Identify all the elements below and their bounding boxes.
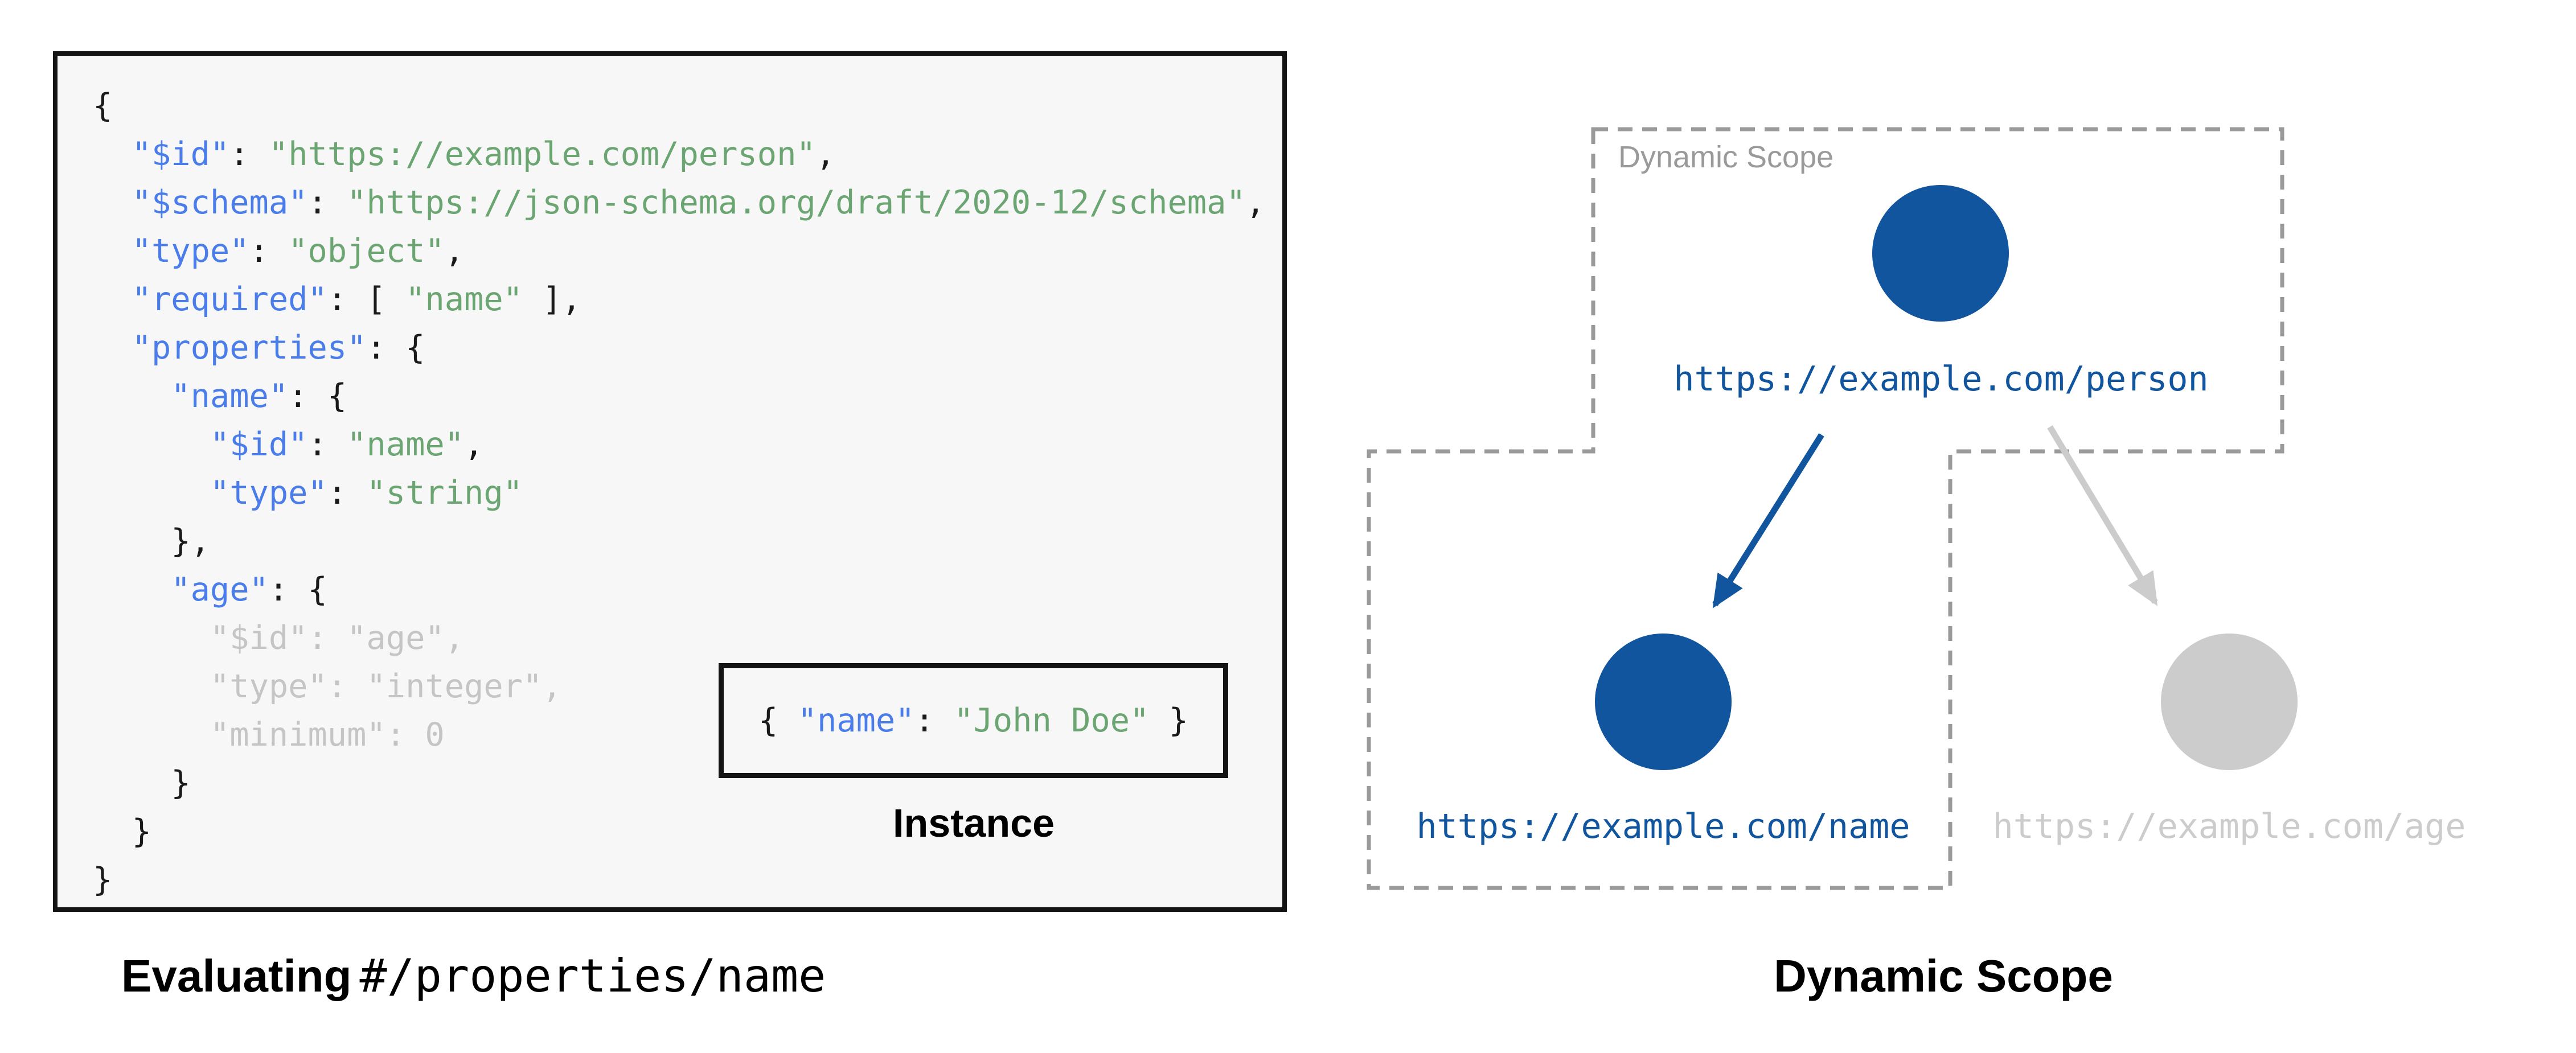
code-token: "name": [797, 702, 915, 739]
code-line: },: [93, 517, 1265, 566]
code-token: "name": [347, 426, 465, 463]
dynamic-scope-boundary: [1367, 127, 2284, 890]
code-token: }: [93, 861, 113, 899]
code-token: ,: [1245, 184, 1266, 221]
instance-box: { "name": "John Doe" }: [719, 663, 1228, 778]
code-line: }: [93, 856, 1265, 904]
code-line: "properties": {: [93, 324, 1265, 372]
code-token: },: [93, 523, 210, 560]
schema-code-panel: { "$id": "https://example.com/person", "…: [53, 51, 1287, 912]
code-token: : {: [366, 329, 425, 367]
code-token: : {: [288, 377, 347, 415]
code-token: "name": [405, 281, 523, 318]
code-token: "minimum": 0: [93, 716, 445, 754]
code-line: "type": "integer",: [93, 663, 1265, 711]
code-line: "$schema": "https://json-schema.org/draf…: [93, 179, 1265, 227]
caption-evaluating-pointer: #/properties/name: [359, 949, 826, 1002]
caption-evaluating-word: Evaluating: [121, 951, 352, 1001]
code-token: {: [758, 702, 798, 739]
code-line: {: [93, 82, 1265, 130]
code-token: :: [327, 474, 367, 512]
code-line: "required": [ "name" ],: [93, 275, 1265, 324]
code-token: "required": [132, 281, 327, 318]
schema-code: { "$id": "https://example.com/person", "…: [58, 56, 1265, 904]
code-token: "object": [288, 232, 445, 270]
code-token: "type": "integer",: [93, 668, 562, 705]
code-line: }: [93, 808, 1265, 856]
code-token: : [: [327, 281, 406, 318]
code-token: "string": [366, 474, 523, 512]
code-token: "https://example.com/person": [268, 135, 816, 173]
code-token: "$schema": [132, 184, 308, 221]
code-token: "type": [132, 232, 249, 270]
code-token: "properties": [132, 329, 367, 367]
code-token: }: [93, 764, 191, 802]
node-age-url: https://example.com/age: [1992, 807, 2466, 846]
code-line: "type": "object",: [93, 227, 1265, 275]
code-token: "type": [210, 474, 327, 512]
instance-label: Instance: [893, 801, 1055, 845]
code-token: :: [914, 702, 954, 739]
code-line: "$id": "https://example.com/person",: [93, 130, 1265, 179]
arrow-person-to-age: [2047, 425, 2158, 606]
code-line: "name": {: [93, 372, 1265, 421]
code-line: "$id": "age",: [93, 614, 1265, 663]
code-token: "name": [171, 377, 289, 415]
node-person-url: https://example.com/person: [1673, 359, 2209, 399]
node-name-circle: [1595, 634, 1732, 770]
code-token: "age": [171, 571, 269, 608]
code-token: {: [93, 87, 113, 125]
dynamic-scope-region-label: Dynamic Scope: [1618, 140, 1834, 174]
code-token: :: [307, 426, 347, 463]
code-token: :: [249, 232, 289, 270]
code-token: "$id": "age",: [93, 619, 465, 657]
node-age-circle: [2161, 634, 2298, 770]
code-token: :: [229, 135, 269, 173]
caption-dynamic-scope: Dynamic Scope: [1774, 951, 2113, 1001]
code-token: ,: [815, 135, 836, 173]
code-token: :: [307, 184, 347, 221]
node-name-url: https://example.com/name: [1416, 807, 1910, 846]
arrow-person-to-name: [1712, 433, 1824, 608]
code-token: ],: [523, 281, 581, 318]
code-line: "type": "string": [93, 469, 1265, 517]
node-person-circle: [1872, 185, 2009, 322]
code-token: }: [93, 813, 151, 850]
code-token: ,: [464, 426, 484, 463]
instance-code: { "name": "John Doe" }: [758, 702, 1188, 739]
code-token: }: [1149, 702, 1188, 739]
code-token: ,: [444, 232, 465, 270]
code-line: "minimum": 0: [93, 711, 1265, 759]
code-token: "John Doe": [954, 702, 1150, 739]
code-token: "https://json-schema.org/draft/2020-12/s…: [347, 184, 1246, 221]
caption-evaluating: Evaluating#/properties/name: [121, 949, 826, 1003]
code-line: }: [93, 759, 1265, 808]
code-token: : {: [268, 571, 327, 608]
code-line: "$id": "name",: [93, 421, 1265, 469]
code-token: "$id": [210, 426, 308, 463]
code-token: "$id": [132, 135, 230, 173]
code-line: "age": {: [93, 566, 1265, 614]
